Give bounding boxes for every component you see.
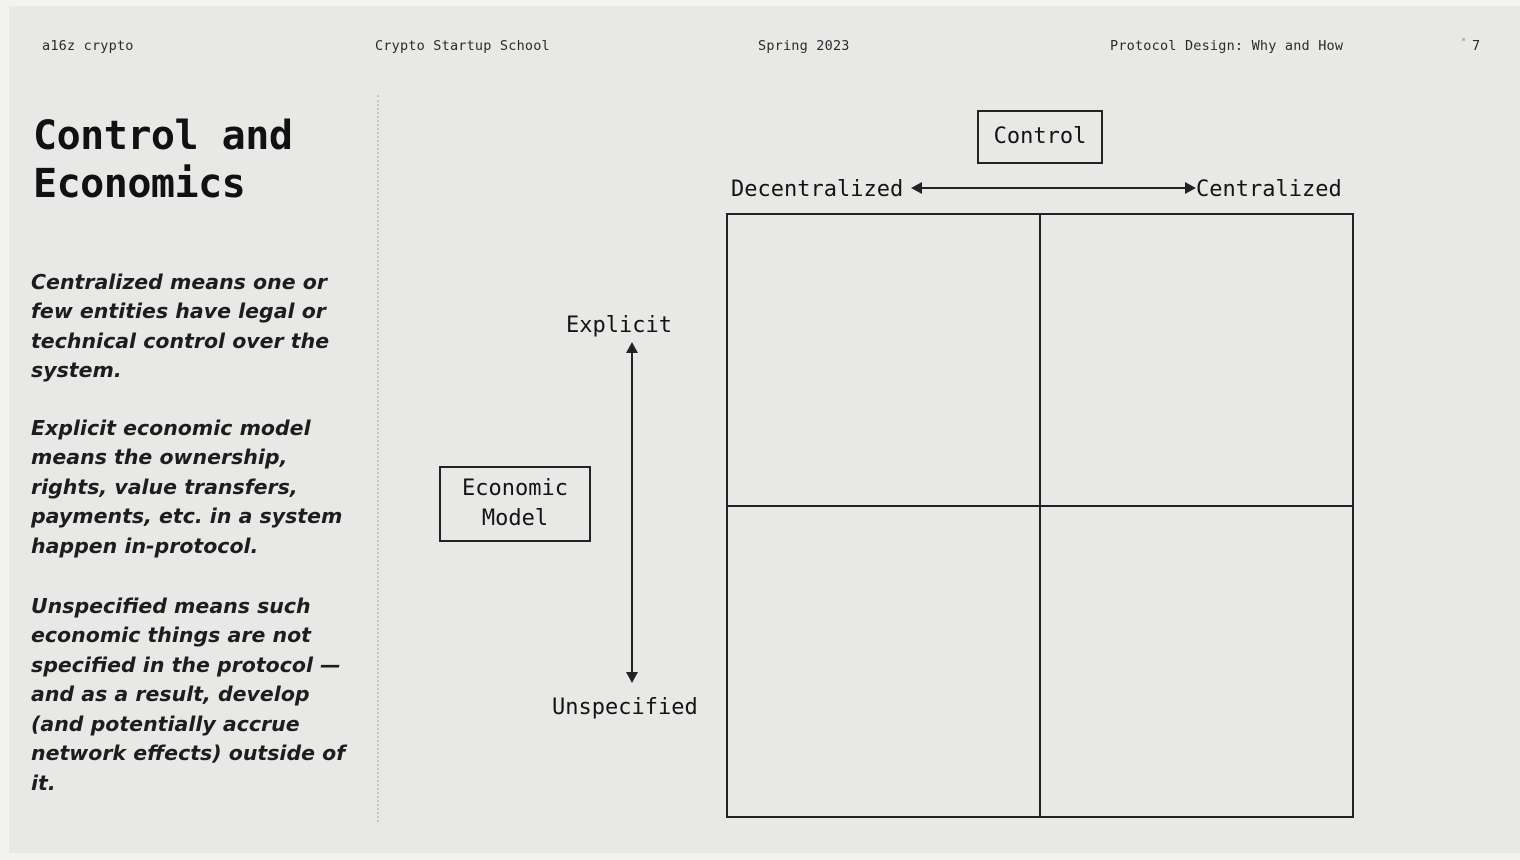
arrow-head-right-icon <box>1185 182 1196 194</box>
header-deck-title: Protocol Design: Why and How <box>1110 38 1344 54</box>
quadrant-top-left[interactable] <box>728 215 1039 505</box>
slide-header: a16z crypto Crypto Startup School Spring… <box>0 38 1520 62</box>
page-edge-top <box>0 0 1520 6</box>
header-term: Spring 2023 <box>758 38 850 54</box>
matrix-vertical-divider <box>1039 215 1041 816</box>
quadrant-matrix <box>726 213 1354 818</box>
quadrant-bottom-left[interactable] <box>728 507 1039 816</box>
economic-model-axis-title-box: Economic Model <box>439 466 591 542</box>
header-course: Crypto Startup School <box>375 38 550 54</box>
header-bullet-icon <box>1462 38 1465 41</box>
matrix-horizontal-divider <box>728 505 1352 507</box>
body-paragraph-1: Centralized means one or few entities ha… <box>31 269 330 383</box>
body-paragraph-3: Unspecified means such economic things a… <box>31 593 346 795</box>
body-paragraph-2: Explicit economic model means the owners… <box>31 415 343 558</box>
x-axis-label-decentralized: Decentralized <box>731 177 904 202</box>
page-edge-bottom <box>0 853 1520 860</box>
arrow-shaft <box>631 351 633 674</box>
page-title: Control and Economics <box>33 113 293 207</box>
arrow-head-up-icon <box>626 342 638 353</box>
arrow-head-left-icon <box>911 182 922 194</box>
page-edge-left <box>0 0 9 860</box>
column-divider <box>377 95 379 822</box>
header-brand: a16z crypto <box>42 38 134 54</box>
header-page-number: 7 <box>1472 38 1481 54</box>
arrow-head-down-icon <box>626 672 638 683</box>
y-axis-label-explicit: Explicit <box>566 313 672 338</box>
y-axis-label-unspecified: Unspecified <box>552 695 698 720</box>
quadrant-top-right[interactable] <box>1041 215 1352 505</box>
arrow-shaft <box>920 187 1187 189</box>
x-axis-double-arrow-icon <box>911 182 1196 194</box>
y-axis-double-arrow-icon <box>626 342 638 683</box>
control-axis-title-box: Control <box>977 110 1103 164</box>
x-axis-label-centralized: Centralized <box>1196 177 1342 202</box>
quadrant-bottom-right[interactable] <box>1041 507 1352 816</box>
